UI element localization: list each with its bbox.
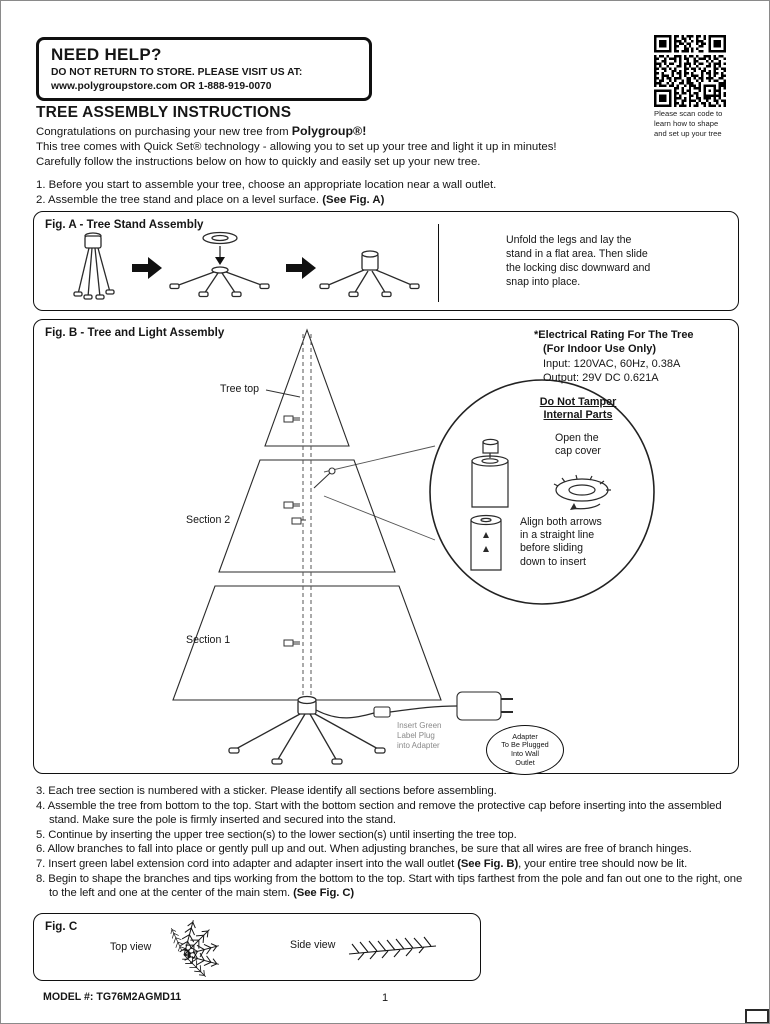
- intro-line-2: This tree comes with Quick Set® technolo…: [36, 141, 557, 154]
- fig-a-divider: [438, 224, 439, 302]
- tree-and-light-assembly-illustration: [172, 328, 655, 765]
- section-2-label: Section 2: [186, 514, 231, 526]
- step-8-text: 8. Begin to shape the branches and tips …: [36, 872, 743, 900]
- need-help-title: NEED HELP?: [51, 45, 162, 64]
- fig-a-box: Fig. A - Tree Stand Assembly: [33, 211, 739, 311]
- cap-cover-illustration: [553, 474, 611, 510]
- corner-mark: [745, 1009, 769, 1023]
- need-help-box: NEED HELP? DO NOT RETURN TO STORE. PLEAS…: [36, 37, 372, 101]
- step-7-text: 7. Insert green label extension cord int…: [36, 857, 458, 870]
- qr-code-icon: [654, 35, 726, 107]
- fig-a-note: Unfold the legs and lay the stand in a f…: [506, 234, 651, 289]
- folded-stand-illustration: [73, 232, 115, 300]
- model-number: MODEL #: TG76M2AGMD11: [43, 991, 182, 1003]
- step-7: 7. Insert green label extension cord int…: [36, 857, 744, 872]
- arrow-right-icon: [286, 257, 316, 279]
- insert-green-plug-label: Insert Green Label Plug into Adapter: [397, 721, 442, 750]
- step-2: 2. Assemble the tree stand and place on …: [36, 193, 742, 208]
- side-view-label: Side view: [290, 939, 336, 951]
- step-4: 4. Assemble the tree from bottom to the …: [36, 799, 744, 828]
- steps-1-2: 1. Before you start to assemble your tre…: [36, 178, 742, 207]
- need-help-line1: DO NOT RETURN TO STORE. PLEASE VISIT US …: [51, 67, 303, 78]
- intro-line-3: Carefully follow the instructions below …: [36, 156, 481, 169]
- green-label-plug: [373, 706, 391, 718]
- intro-line-1: Congratulations on purchasing your new t…: [36, 124, 742, 140]
- center-pole-dashed: [302, 334, 312, 698]
- align-arrows-label: Align both arrows in a straight line bef…: [520, 516, 602, 568]
- alignment-arrow-marks: [483, 532, 489, 552]
- step-5: 5. Continue by inserting the upper tree …: [36, 828, 744, 843]
- step-4-text: 4. Assemble the tree from bottom to the …: [36, 799, 722, 827]
- top-view-branch-illustration: [167, 919, 221, 977]
- page-number: 1: [381, 992, 389, 1004]
- tree-top-leader-line: [265, 389, 301, 398]
- do-not-tamper-label: Do Not Tamper Internal Parts: [539, 396, 617, 422]
- unfolded-stand-with-disc-illustration: [169, 231, 270, 298]
- step-7-ref: (See Fig. B): [457, 857, 519, 870]
- open-cap-label: Open the cap cover: [555, 432, 601, 458]
- tree-top-label: Tree top: [220, 383, 260, 395]
- qr-caption: Please scan code to learn how to shape a…: [654, 109, 723, 138]
- step-8: 8. Begin to shape the branches and tips …: [36, 872, 744, 901]
- step-2-fig-ref: (See Fig. A): [322, 193, 385, 206]
- steps-3-8: 3. Each tree section is numbered with a …: [36, 784, 744, 901]
- step-2-text: 2. Assemble the tree stand and place on …: [36, 193, 323, 206]
- assembled-stand-illustration: [319, 250, 420, 298]
- step-6-text: 6. Allow branches to fall into place or …: [36, 843, 692, 856]
- section-1-label: Section 1: [186, 634, 231, 646]
- arrow-right-icon: [132, 257, 162, 279]
- electrical-line-4: Output: 29V DC 0.621A: [543, 371, 659, 384]
- step-7-post: , your entire tree should now be lit.: [518, 857, 688, 870]
- intro-line-1-text: Congratulations on purchasing your new t…: [36, 126, 292, 138]
- step-3: 3. Each tree section is numbered with a …: [36, 784, 744, 799]
- power-cord: [315, 705, 458, 719]
- adapter-cloud-note: Adapter To Be Plugged Into Wall Outlet: [486, 725, 564, 775]
- step-3-text: 3. Each tree section is numbered with a …: [36, 785, 497, 797]
- step-6: 6. Allow branches to fall into place or …: [36, 842, 744, 857]
- fig-a-title: Fig. A - Tree Stand Assembly: [45, 218, 204, 231]
- align-arrows-pole-illustration: [470, 514, 502, 571]
- magnifier-leader-lines: [323, 445, 436, 541]
- electrical-line-3: Input: 120VAC, 60Hz, 0.38A: [543, 357, 681, 370]
- electrical-rating: *Electrical Rating For The Tree (For Ind…: [534, 328, 694, 385]
- electrical-line-1: *Electrical Rating For The Tree: [534, 329, 694, 341]
- step-8-ref: (See Fig. C): [293, 887, 355, 900]
- page-title: TREE ASSEMBLY INSTRUCTIONS: [36, 104, 292, 121]
- pole-connectors: [283, 415, 306, 647]
- fig-b-title: Fig. B - Tree and Light Assembly: [45, 326, 225, 339]
- fig-b-box: Fig. B - Tree and Light Assembly *Electr…: [33, 319, 739, 775]
- side-view-branch-illustration: [348, 936, 437, 961]
- fig-c-box: Fig. C Top view Side view: [33, 913, 481, 981]
- brand-name: Polygroup®!: [291, 124, 367, 138]
- step-1: 1. Before you start to assemble your tre…: [36, 179, 497, 191]
- stand-illustration: [228, 695, 386, 765]
- top-view-label: Top view: [110, 941, 152, 953]
- pole-top-with-cap-illustration: [471, 438, 509, 508]
- electrical-line-2: (For Indoor Use Only): [543, 343, 657, 356]
- tree-outline: [172, 328, 442, 701]
- step-5-text: 5. Continue by inserting the upper tree …: [36, 828, 517, 841]
- power-adapter-illustration: [456, 691, 513, 721]
- pole-wire-plug: [313, 467, 336, 489]
- qr-block: Please scan code to learn how to shape a…: [654, 35, 740, 139]
- tree-stand-assembly-illustration: [73, 231, 420, 300]
- fig-c-title: Fig. C: [45, 920, 78, 933]
- need-help-line2: www.polygroupstore.com OR 1-888-919-0070: [51, 81, 272, 93]
- intro-text: Congratulations on purchasing your new t…: [36, 124, 742, 171]
